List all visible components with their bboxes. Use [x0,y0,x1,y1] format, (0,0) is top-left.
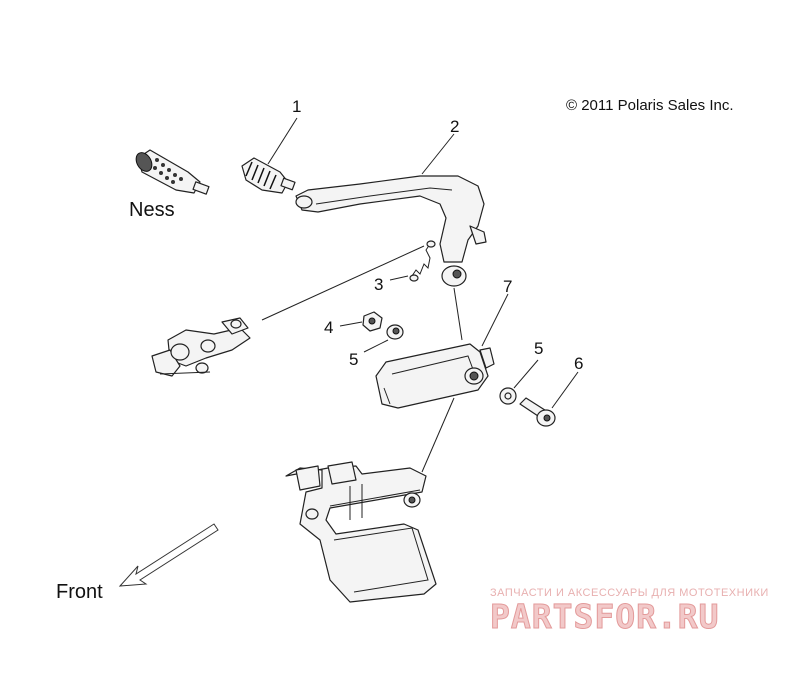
callout-5-right: 5 [534,339,543,358]
part-2-brake-pedal [295,175,487,287]
frame-mount-part [285,461,437,603]
callout-6: 6 [574,354,583,373]
callout-3: 3 [374,275,383,294]
front-direction-arrow-icon [118,523,219,587]
callout-4: 4 [324,318,333,337]
callout-7: 7 [503,277,512,296]
ness-footpeg-part [135,149,210,195]
watermark-tagline: ЗАПЧАСТИ И АКСЕССУАРЫ ДЛЯ МОТОТЕХНИКИ [490,587,769,599]
watermark-brand: PARTSFOR.RU [490,597,720,636]
callout-1: 1 [292,97,301,116]
part-7-pivot-bracket [375,343,495,409]
part-1-footpeg [241,157,296,194]
part-3-spring [409,240,436,282]
master-cylinder-part [151,317,251,377]
callout-5-left: 5 [349,350,358,369]
callout-2: 2 [450,117,459,136]
part-5-bushing-left [386,324,404,340]
part-6-bolt [519,397,556,427]
label-front: Front [56,581,103,603]
label-ness: Ness [129,199,175,221]
part-4-nut [362,311,383,332]
part-5-washer-right [499,387,517,405]
copyright-text: © 2011 Polaris Sales Inc. [566,97,734,114]
